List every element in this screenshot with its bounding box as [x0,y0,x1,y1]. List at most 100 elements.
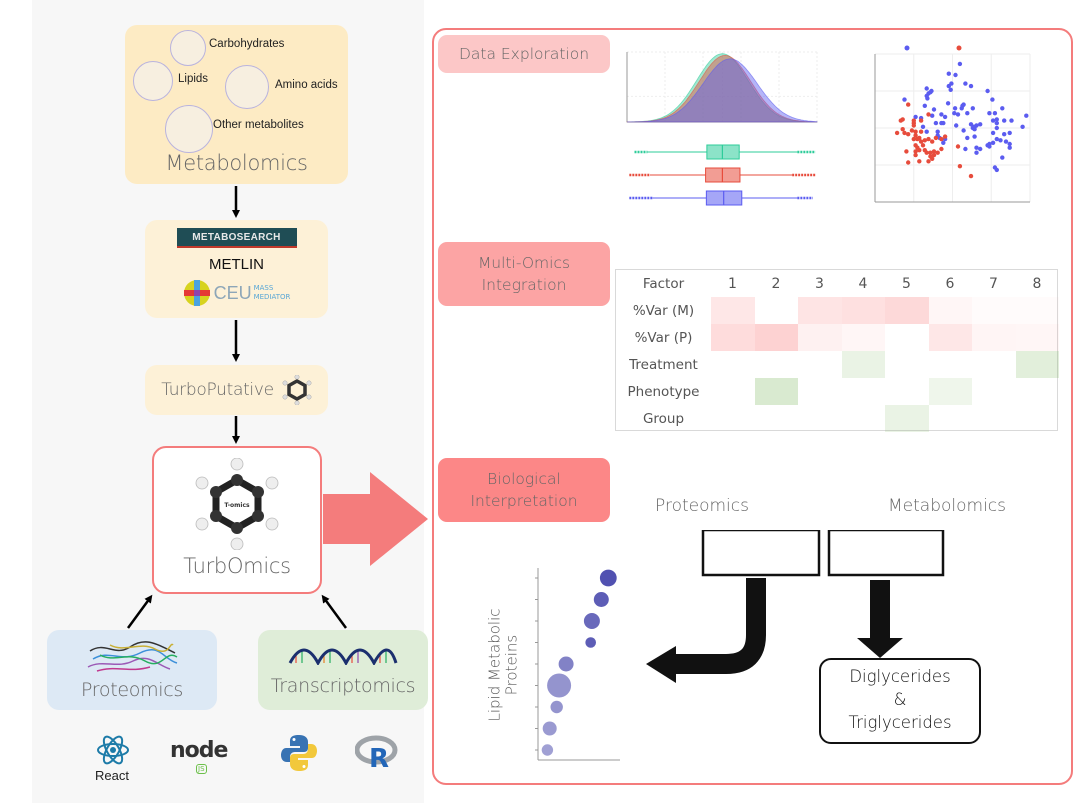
python-icon [281,735,317,771]
factor-header: Factor [642,276,685,292]
scatter-point-moderate-severe [990,97,995,102]
react-label: React [95,768,129,783]
factor-heatmap-cell [711,405,755,432]
scatter-point-moderate-severe [933,120,939,126]
bubble-point [541,744,554,756]
scatter-point-moderate-severe [961,128,966,133]
scatter-point-moderate-severe [998,138,1003,143]
arrow-transcriptomics-to-turbomics [321,594,348,629]
scatter-point-moderate-severe [994,136,999,142]
scatter-point-moderate-severe [952,106,958,111]
arrow-proteomics-to-turbomics [126,594,153,629]
factor-heatmap-cell [841,297,885,324]
lipid-protein-bubble-chart [535,568,620,761]
factor-heatmap-cell [928,378,972,405]
scatter-point-mild [906,102,911,107]
scatter-point-mild [906,160,911,165]
scatter-point-moderate-severe [974,145,979,150]
factor-heatmap-cell [798,297,842,324]
benzene-molecule-icon [282,375,312,405]
factor-column-header: 7 [989,276,998,292]
scatter-point-moderate-severe [990,130,996,136]
scatter-point-moderate-severe [939,112,944,117]
down-arrow-metabolomics-head-icon [857,638,903,658]
factor-column-header: 8 [1032,276,1042,292]
factor-heatmap-cell [755,351,799,378]
metabosearch-logo: METABOSEARCH [176,228,297,248]
scatter-point-mild [911,136,916,142]
scatter-point-mild [920,143,926,148]
bubble-point [550,700,563,714]
scatter-point-mild [917,148,922,153]
amino-acids-label: Amino acids [275,79,338,91]
scatter-point-mild [928,150,933,155]
scatter-point-mild [900,117,905,122]
scatter-point-mild [924,150,929,155]
step-multi-omics-line1: Multi-Omics [477,254,571,272]
factor-heatmap-cell [711,297,755,324]
bubble-point [558,656,574,672]
factor-heatmap-cell [1015,351,1059,378]
result-ampersand: & [893,690,907,709]
scatter-point-moderate-severe [978,146,983,152]
scatter-point-moderate-severe [978,122,983,127]
big-flow-arrow-icon [323,472,428,566]
databases-box: METABOSEARCH METLIN CEU Mass Mediator [145,220,328,318]
scatter-point-moderate-severe [941,140,946,145]
result-diglycerides: Diglycerides [849,667,951,686]
factor-heatmap-cell [1016,378,1060,405]
scatter-point-moderate-severe [968,83,974,89]
scatter-point-moderate-severe [963,81,968,86]
lipid-molecule-icon [133,61,173,101]
scatter-point-moderate-severe [1007,145,1012,150]
scatter-point-moderate-severe [987,111,992,116]
scatter-point-mild [939,136,944,142]
step-data-exploration: Data Exploration [438,35,610,73]
factor-heatmap-cell [972,378,1016,405]
scatter-point-mild [917,135,922,141]
factor-heatmap-cell [885,378,929,405]
scatter-point-mild [904,149,909,154]
factor-column-header: 2 [771,276,781,292]
down-arrow-metabolomics-shaft [870,580,890,640]
scatter-point-mild [894,130,900,136]
turboputative-box: TurboPutative [145,365,328,415]
left-flow-arrows [126,186,428,629]
scatter-point-mild [918,139,924,144]
factor-heatmap-cell [841,324,885,351]
factor-heatmap-cell [842,405,886,432]
scatter-point-moderate-severe [990,118,996,123]
scatter-point-moderate-severe [994,167,999,173]
factor-heatmap-cell [929,351,973,378]
scatter-point-moderate-severe [942,114,948,120]
factor-row-label: Phenotype [627,384,700,400]
scatter-point-mild [930,156,935,161]
bubble-point [599,569,617,587]
factor-heatmap-cell [972,324,1016,351]
factor-column-header: 4 [858,276,868,292]
factor-heatmap-cell [972,405,1016,432]
turbomics-label: TurbOmics [183,554,291,578]
scatter-point-moderate-severe [902,97,907,102]
factor-heatmap-cell [885,405,929,432]
scatter-point-mild [933,135,939,141]
scatter-point-moderate-severe [922,103,927,108]
factor-heatmap-cell [754,324,798,351]
scatter-point-moderate-severe [1003,139,1009,144]
scatter-point-mild [926,159,931,164]
curved-arrow-proteomics-icon [674,578,766,674]
scatter-point-moderate-severe [1000,155,1005,160]
scatter-point-mild [906,132,911,137]
bubble-ylabel-line2: Proteins [503,634,521,696]
step-biological-interpretation: Biological Interpretation [438,458,610,522]
factor-row-label: %Var (M) [632,303,695,319]
factor-row-label: %Var (P) [634,330,693,346]
scatter-point-moderate-severe [1024,113,1029,118]
scatter-point-mild [926,112,931,117]
scatter-point-moderate-severe [994,120,999,126]
turboputative-label: TurboPutative [161,380,274,400]
factor-heatmap-cell [885,351,929,378]
amino-acid-molecule-icon [225,65,269,109]
scatter-legend-marker [956,45,962,51]
bubble-ylabel: Lipid Metabolic Proteins [474,580,534,750]
